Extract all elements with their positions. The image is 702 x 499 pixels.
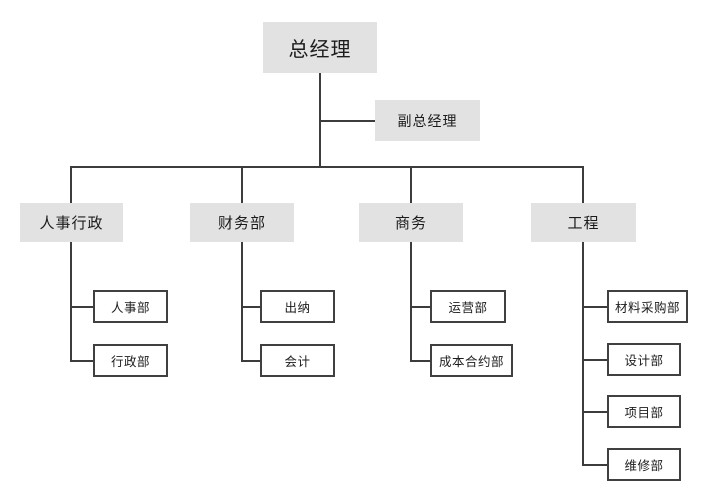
connector-hr-admin-vertical — [70, 242, 72, 362]
connector-hr-dept-stub — [70, 306, 93, 308]
connector-design-stub — [582, 359, 607, 361]
org-node-hr-admin: 人事行政 — [20, 203, 123, 242]
org-node-hr-dept: 人事部 — [93, 290, 168, 323]
connector-cashier-stub — [241, 306, 260, 308]
connector-engineering-drop — [582, 167, 584, 203]
connector-finance-vertical — [241, 242, 243, 362]
connector-business-drop — [410, 167, 412, 203]
connector-operations-stub — [410, 306, 430, 308]
connector-accounting-stub — [241, 360, 260, 362]
connector-departments-rail — [70, 166, 584, 168]
connector-deputy-stub — [320, 120, 375, 122]
org-node-project-dept: 项目部 — [607, 395, 681, 428]
org-node-deputy-general-manager: 副总经理 — [375, 100, 480, 141]
connector-business-vertical — [410, 242, 412, 362]
org-node-maintenance-dept: 维修部 — [607, 448, 681, 481]
org-node-design-dept: 设计部 — [607, 343, 681, 376]
org-node-cost-contract-dept: 成本合约部 — [430, 344, 513, 377]
org-node-finance: 财务部 — [190, 203, 294, 242]
org-node-accounting: 会计 — [260, 344, 335, 377]
connector-engineering-vertical — [582, 242, 584, 466]
connector-cost-contract-stub — [410, 360, 430, 362]
org-node-engineering: 工程 — [531, 203, 636, 242]
org-node-admin-dept: 行政部 — [93, 344, 168, 377]
connector-project-stub — [582, 411, 607, 413]
connector-maintenance-stub — [582, 464, 607, 466]
org-node-material-procurement-dept: 材料采购部 — [607, 290, 688, 323]
org-node-cashier: 出纳 — [260, 290, 335, 323]
org-node-general-manager: 总经理 — [263, 22, 377, 73]
org-node-operations-dept: 运营部 — [430, 290, 506, 323]
connector-hr-admin-drop — [70, 167, 72, 203]
connector-finance-drop — [241, 167, 243, 203]
org-node-business: 商务 — [359, 203, 463, 242]
connector-admin-dept-stub — [70, 360, 93, 362]
connector-procurement-stub — [582, 306, 607, 308]
